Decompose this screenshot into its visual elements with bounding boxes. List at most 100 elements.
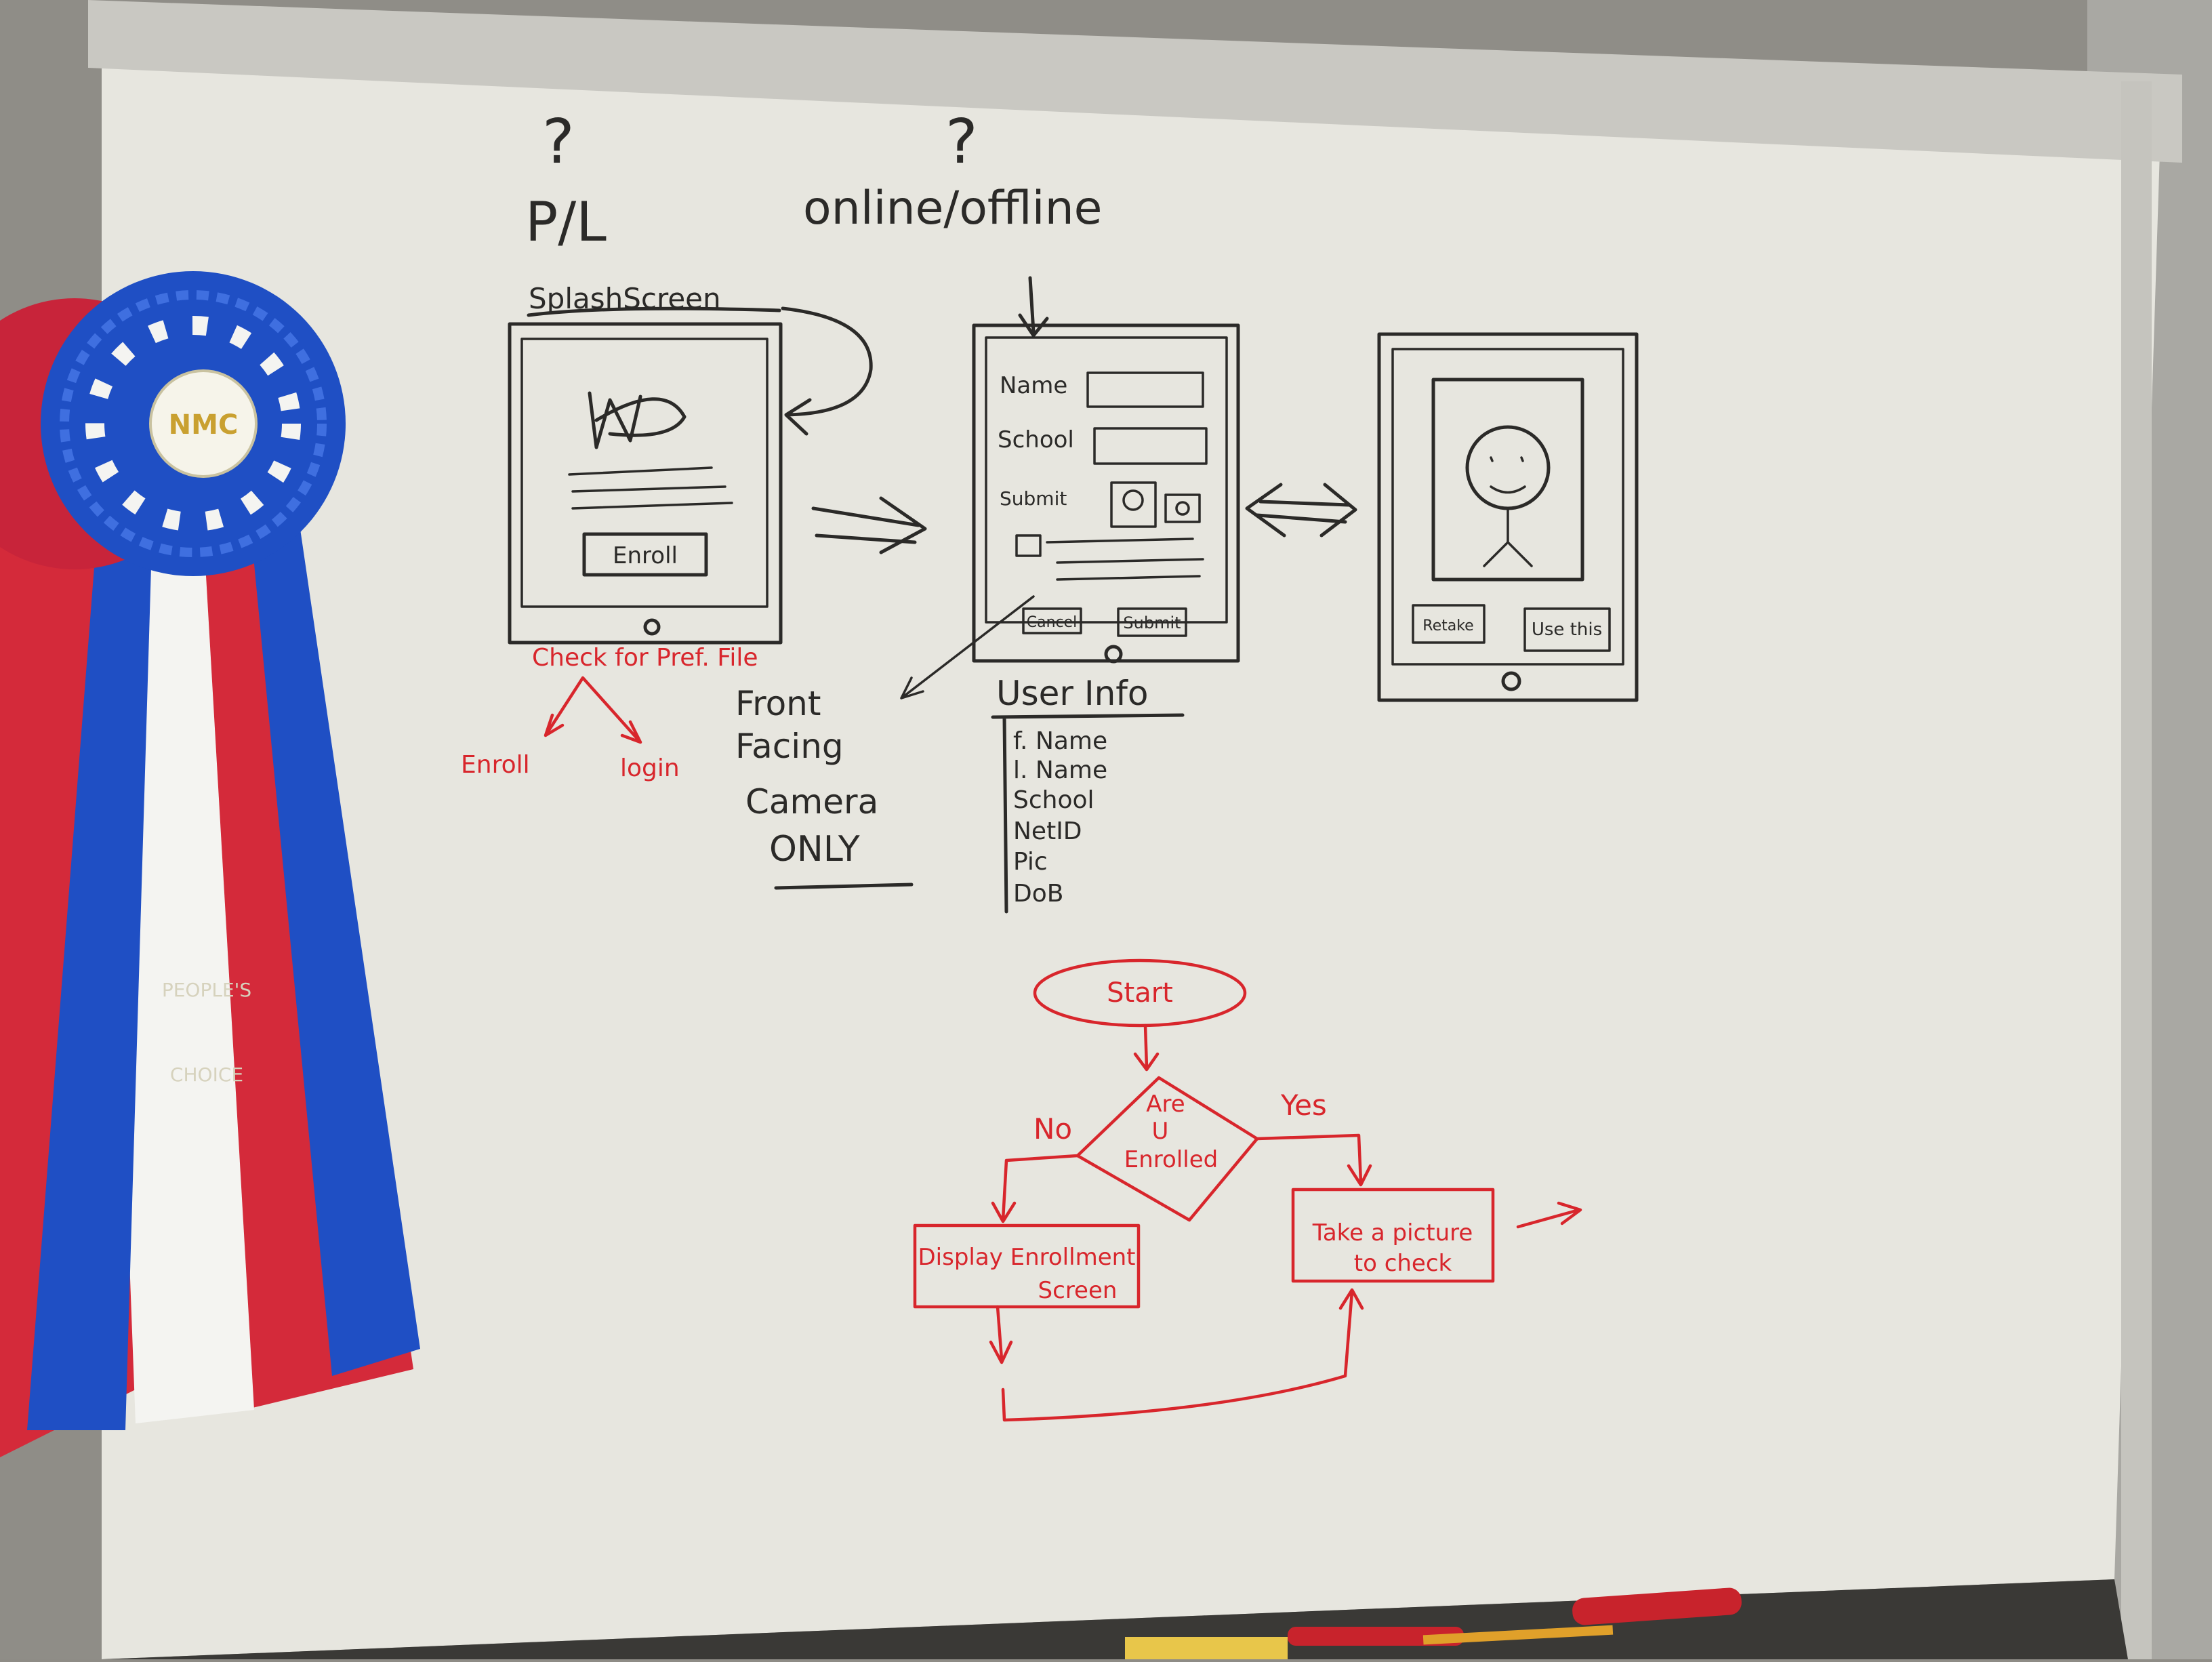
flowchart: Start Are U Enrolled Yes No Display Enro… <box>913 958 1582 1422</box>
flow-arrow-no <box>991 1154 1080 1223</box>
use-this-button-sketch <box>1523 607 1611 652</box>
photo-box <box>1110 481 1157 528</box>
tablet-screen-3 <box>1391 348 1624 666</box>
double-arrow <box>1245 483 1357 538</box>
user-info-field: DoB <box>1013 880 1063 908</box>
flow-box-enrollment <box>913 1223 1141 1309</box>
board-top-frame <box>88 0 2182 163</box>
retake-button-label: Retake <box>1422 617 1473 634</box>
form-screen-sketch: Name School Submit Cancel Submit <box>900 276 1240 700</box>
checkbox-icon <box>1015 534 1042 557</box>
board-right-post <box>2121 81 2152 1659</box>
flow-decision-line2: U <box>1152 1118 1169 1145</box>
flow-arrow-yes <box>1255 1133 1372 1187</box>
user-info-field: Pic <box>1013 848 1048 876</box>
pref-file-label: Check for Pref. File <box>532 644 758 672</box>
cancel-button-sketch <box>1022 607 1082 634</box>
pl-label: P/L <box>525 190 607 254</box>
online-offline-label: online/offline <box>803 182 1103 235</box>
question-mark-2: ? <box>945 106 978 178</box>
tablet-frame-2 <box>972 323 1240 663</box>
login-option: login <box>620 754 680 782</box>
logo-scribble <box>588 391 687 449</box>
question-mark-1: ? <box>542 106 575 178</box>
pencil <box>1422 1625 1614 1645</box>
camera-note-line1: Front <box>735 684 821 723</box>
flow-box-picture-line2: to check <box>1354 1250 1452 1277</box>
red-marker <box>1572 1587 1742 1625</box>
submit-button-sketch <box>1117 607 1187 637</box>
pref-file-note: Check for Pref. File Enroll login <box>461 644 758 782</box>
flow-no-label: No <box>1033 1112 1072 1146</box>
home-button-1 <box>643 618 661 636</box>
flow-arrow-down <box>989 1305 1013 1364</box>
flow-box-enrollment-line1: Display Enrollment <box>918 1244 1135 1271</box>
red-pen <box>1288 1627 1464 1646</box>
splash-text-lines <box>568 466 733 510</box>
ribbon-tail-blue-left <box>27 515 152 1430</box>
header-annotations: ? ? P/L online/offline <box>525 106 1103 254</box>
flow-decision-line3: Enrolled <box>1124 1146 1218 1173</box>
photo-face-icon <box>1122 489 1144 511</box>
rosette-center-label: NMC <box>169 409 239 441</box>
enroll-button <box>582 532 708 577</box>
flow-decision-line1: Are <box>1146 1091 1185 1118</box>
submit-label: Submit <box>1000 487 1067 510</box>
splash-screen-sketch: SplashScreen Enroll <box>508 282 873 645</box>
camera-note-line2: Facing <box>735 727 844 766</box>
camera-preview <box>1431 378 1584 582</box>
home-button-3 <box>1501 671 1521 691</box>
tablet-frame-1 <box>508 322 783 645</box>
camera-icon <box>1164 493 1201 523</box>
enroll-button-label: Enroll <box>613 542 678 569</box>
flow-box-picture-line1: Take a picture <box>1312 1219 1473 1246</box>
only-underline <box>774 883 914 890</box>
flow-arrow-loop <box>1001 1288 1364 1422</box>
eraser <box>1125 1637 1288 1659</box>
flow-start-label: Start <box>1107 977 1173 1009</box>
use-this-button-label: Use this <box>1532 620 1602 640</box>
face-features <box>1483 456 1533 567</box>
rosette-white-points <box>85 316 301 531</box>
name-field <box>1086 371 1204 408</box>
rosette-center-button <box>149 369 258 478</box>
pref-file-arrows <box>544 676 642 744</box>
board-surface <box>102 14 2162 1659</box>
school-field <box>1093 427 1208 465</box>
flow-start-node <box>1033 958 1247 1028</box>
flow-arrow-out <box>1516 1201 1582 1229</box>
flow-arrow-start-decision <box>1133 1023 1160 1072</box>
camera-note-arrow <box>900 595 1035 700</box>
form-text-lines <box>1046 538 1204 581</box>
user-info-title: User Info <box>996 674 1149 713</box>
user-info-list: User Info f. Name l. Name School NetID P… <box>991 674 1185 914</box>
ribbon-text-line1: PEOPLE'S <box>162 979 251 1001</box>
tablet-screen-2 <box>985 336 1228 624</box>
flow-box-picture <box>1291 1188 1495 1283</box>
arrow-splash-to-form <box>811 496 927 554</box>
camera-lens-icon <box>1175 501 1190 516</box>
flow-decision-node <box>1076 1076 1259 1222</box>
title-underline <box>527 306 781 317</box>
enroll-option: Enroll <box>461 751 530 779</box>
home-button-2 <box>1104 645 1123 664</box>
tablet-frame-3 <box>1377 332 1639 702</box>
school-label: School <box>998 426 1074 453</box>
user-info-field: l. Name <box>1013 756 1107 784</box>
ribbon-rosette: PEOPLE'S CHOICE NMC <box>0 271 420 1457</box>
user-info-field: f. Name <box>1013 727 1107 755</box>
user-info-field: NetID <box>1013 817 1082 845</box>
camera-screen-sketch: Retake Use this <box>1377 332 1639 702</box>
ribbon-text-line2: CHOICE <box>170 1063 243 1086</box>
user-info-field: School <box>1013 786 1094 814</box>
flow-box-enrollment-line2: Screen <box>1038 1277 1118 1304</box>
submit-button-label: Submit <box>1123 613 1181 632</box>
camera-note: Front Facing Camera ONLY <box>735 684 914 890</box>
ribbon-tail-blue-right <box>251 515 420 1376</box>
tablet-screen-1 <box>520 338 769 608</box>
camera-note-line3: Camera <box>745 782 878 822</box>
flow-yes-label: Yes <box>1280 1089 1327 1122</box>
rosette-pleats <box>60 290 327 557</box>
loop-arrow <box>781 306 873 436</box>
